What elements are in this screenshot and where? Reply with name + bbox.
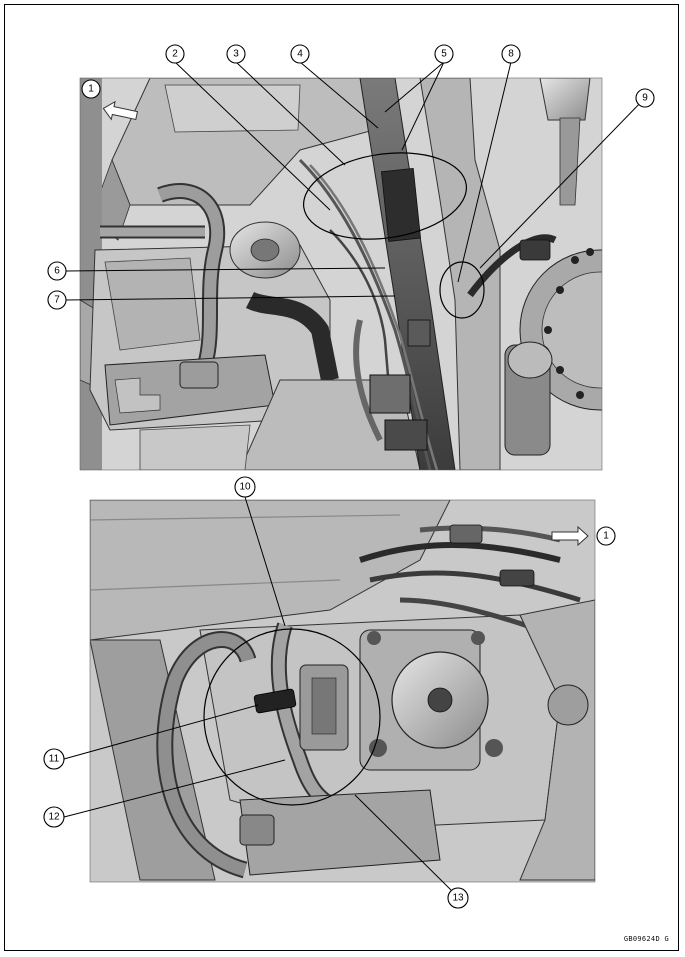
svg-text:13: 13: [452, 893, 464, 904]
bottom-photo-border: [89, 499, 596, 883]
top-photo-border: [79, 77, 603, 471]
svg-text:9: 9: [642, 93, 648, 104]
svg-text:1: 1: [88, 84, 94, 95]
svg-text:1: 1: [603, 531, 609, 542]
svg-text:12: 12: [48, 812, 60, 823]
svg-text:5: 5: [441, 49, 447, 60]
callout-6: 6: [47, 261, 67, 281]
svg-text:7: 7: [54, 295, 60, 306]
top-engine-illustration: [80, 78, 602, 470]
svg-text:3: 3: [233, 49, 239, 60]
callout-11: 11: [43, 748, 65, 770]
callout-12: 12: [43, 806, 65, 828]
callout-13: 13: [447, 887, 469, 909]
callout-1-top: 1: [81, 79, 101, 99]
figure-code: GB09624D G: [623, 935, 669, 943]
leader-lines: [63, 61, 646, 891]
callout-3: 3: [226, 44, 246, 64]
callout-10: 10: [234, 476, 256, 498]
callout-8: 8: [501, 44, 521, 64]
callout-2: 2: [165, 44, 185, 64]
callout-9: 9: [635, 88, 655, 108]
callout-4: 4: [290, 44, 310, 64]
svg-text:11: 11: [49, 754, 60, 765]
svg-text:2: 2: [172, 49, 178, 60]
page-border: [4, 4, 679, 951]
callout-1-bottom: 1: [596, 526, 616, 546]
svg-text:8: 8: [508, 49, 514, 60]
bottom-engine-illustration: [90, 500, 595, 882]
callout-5: 5: [434, 44, 454, 64]
callout-7: 7: [47, 290, 67, 310]
svg-text:10: 10: [239, 482, 251, 493]
svg-text:4: 4: [297, 49, 303, 60]
svg-text:6: 6: [54, 266, 60, 277]
